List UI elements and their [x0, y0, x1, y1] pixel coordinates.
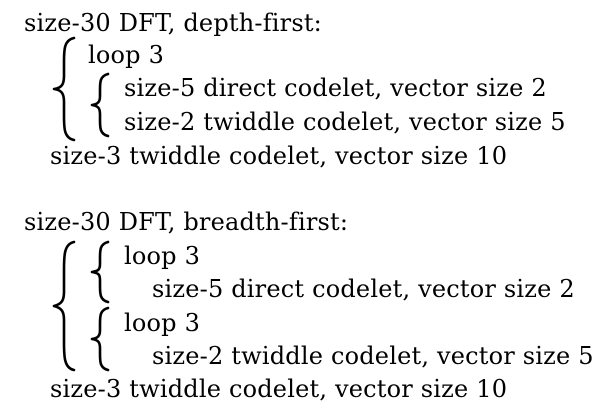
- breadth-first-outer-brace: [52, 240, 76, 372]
- breadth-first-inner-line-2: size-2 twiddle codelet, vector size 5: [152, 342, 594, 370]
- breadth-first-inner-brace-1: [90, 240, 110, 304]
- depth-first-final: size-3 twiddle codelet, vector size 10: [50, 142, 508, 170]
- depth-first-inner-brace: [90, 72, 110, 138]
- breadth-first-heading: size-30 DFT, breadth-first:: [24, 208, 349, 236]
- breadth-first-inner-line-1: size-5 direct codelet, vector size 2: [152, 275, 575, 303]
- depth-first-heading: size-30 DFT, depth-first:: [24, 9, 322, 37]
- depth-first-inner-line-2: size-2 twiddle codelet, vector size 5: [124, 108, 566, 136]
- depth-first-outer-brace: [52, 36, 76, 142]
- breadth-first-final: size-3 twiddle codelet, vector size 10: [50, 375, 508, 403]
- breadth-first-loop-1: loop 3: [124, 242, 201, 270]
- depth-first-inner-line-1: size-5 direct codelet, vector size 2: [124, 74, 547, 102]
- breadth-first-loop-2: loop 3: [124, 309, 201, 337]
- depth-first-loop: loop 3: [88, 41, 165, 69]
- breadth-first-inner-brace-2: [90, 306, 110, 372]
